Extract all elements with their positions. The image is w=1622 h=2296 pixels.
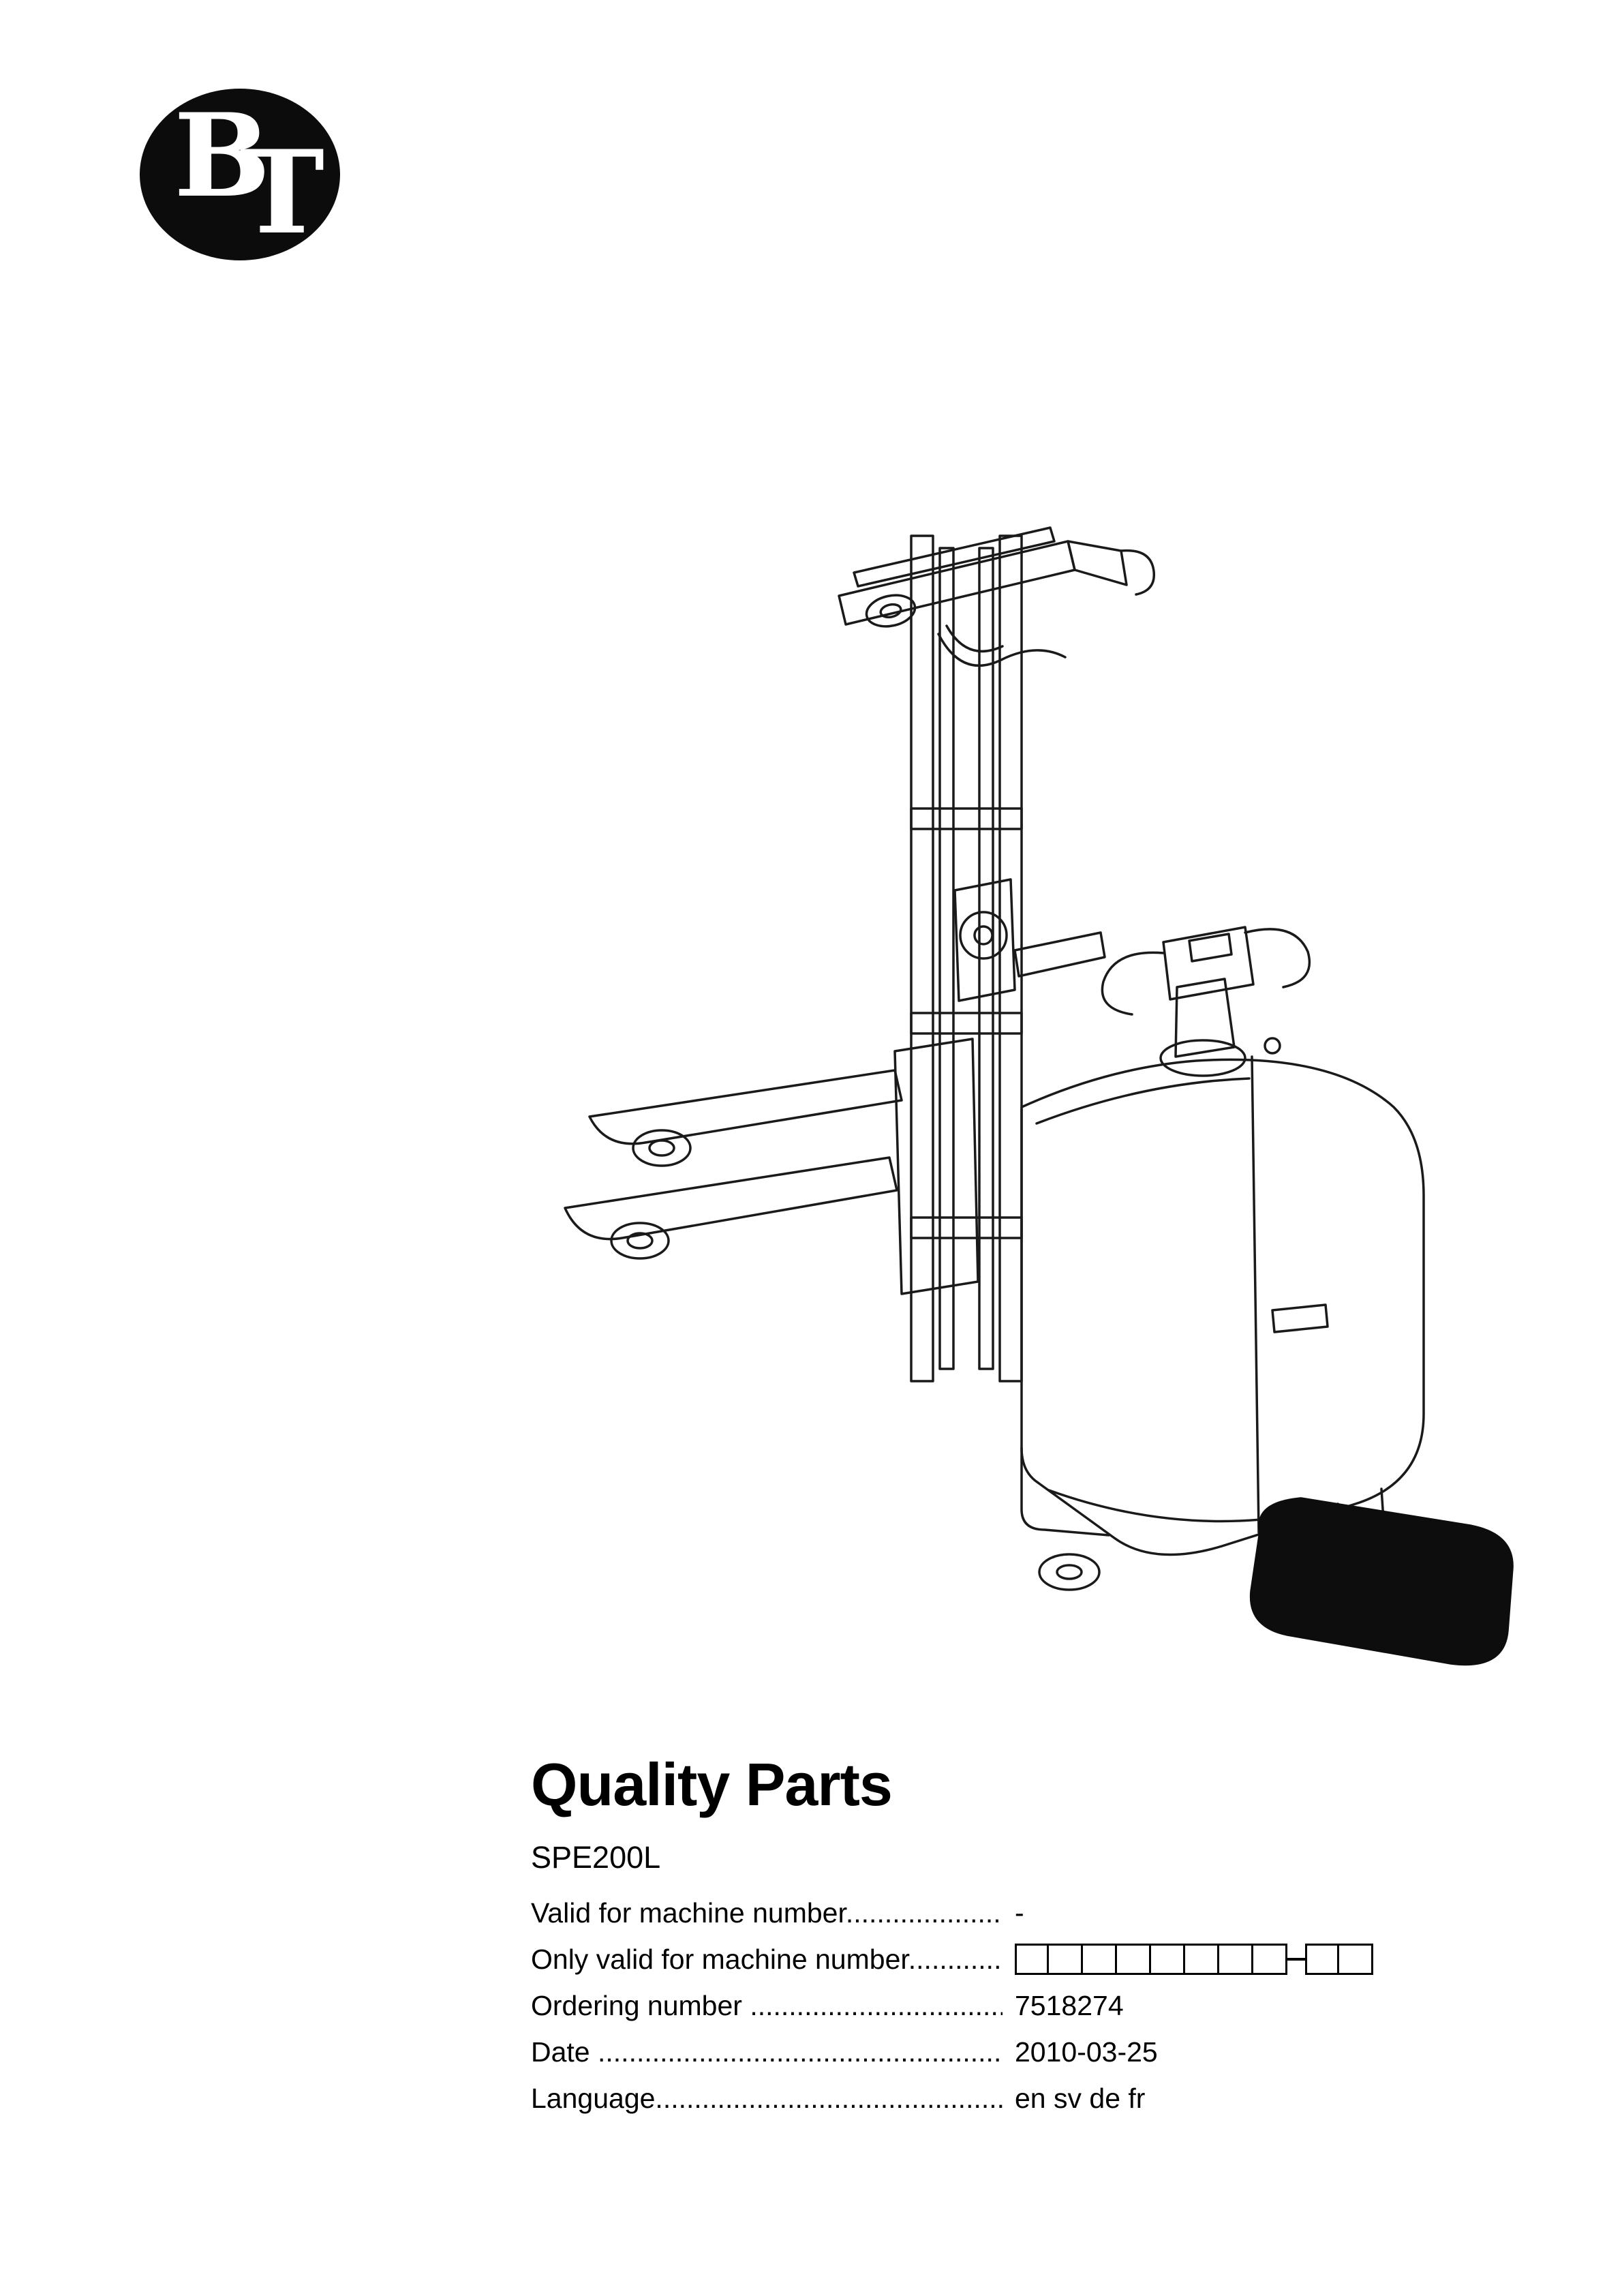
machine-number-box-cell xyxy=(1185,1944,1219,1975)
field-label-text: Language xyxy=(531,2082,656,2114)
machine-number-boxes xyxy=(1003,1944,1437,1975)
page-title: Quality Parts xyxy=(531,1751,893,1818)
field-label-text: Only valid for machine number xyxy=(531,1943,908,1975)
machine-number-box-group-2 xyxy=(1305,1944,1373,1975)
field-label-text: Ordering number xyxy=(531,1989,750,2021)
field-label: Language................................… xyxy=(531,2083,1003,2115)
field-row-language: Language................................… xyxy=(531,2075,1437,2121)
field-value-date: 2010-03-25 xyxy=(1015,2036,1158,2068)
field-value-language: en sv de fr xyxy=(1015,2082,1146,2114)
mast xyxy=(910,534,1023,1383)
field-label-text: Valid for machine number xyxy=(531,1897,846,1929)
machine-number-box-cell xyxy=(1015,1944,1049,1975)
operator-platform xyxy=(1249,1487,1514,1666)
dot-leader: ................................. xyxy=(750,1989,1003,2021)
machine-number-box-group-1 xyxy=(1015,1944,1287,1975)
machine-number-box-cell xyxy=(1339,1944,1373,1975)
machine-number-box-cell xyxy=(1151,1944,1185,1975)
dot-leader: ............ xyxy=(908,1943,1002,1975)
bt-logo-letter-b: B xyxy=(174,88,271,223)
dot-leader: ........................................… xyxy=(655,2082,1003,2114)
tiller-handle xyxy=(1101,926,1311,1077)
machine-number-box-cell xyxy=(1219,1944,1253,1975)
pallet-stacker-illustration xyxy=(531,509,1519,1749)
machine-number-dash xyxy=(1287,1958,1305,1961)
field-row-valid-for-machine-number: Valid for machine number................… xyxy=(531,1890,1437,1936)
machine-number-box-cell xyxy=(1253,1944,1287,1975)
pallet-stacker-drawing xyxy=(564,526,1514,1666)
model-name: SPE200L xyxy=(531,1840,661,1875)
field-value-ordering-number: 7518274 xyxy=(1015,1989,1124,2021)
machine-number-box-cell xyxy=(1117,1944,1151,1975)
info-fields: Valid for machine number................… xyxy=(531,1890,1437,2121)
field-row-date: Date ...................................… xyxy=(531,2029,1437,2075)
fork-carriage xyxy=(953,878,1106,1002)
bt-logo: B T xyxy=(140,89,340,260)
machine-number-box-cell xyxy=(1083,1944,1117,1975)
field-label: Only valid for machine number...........… xyxy=(531,1944,1003,1976)
mast-top-assembly xyxy=(838,526,1155,667)
field-value-valid-for-machine-number: - xyxy=(1015,1897,1024,1929)
dot-leader: .................... xyxy=(845,1897,1001,1929)
field-label: Ordering number ........................… xyxy=(531,1990,1003,2022)
field-row-only-valid-for-machine-number: Only valid for machine number...........… xyxy=(531,1936,1437,1982)
bt-logo-letter-t: T xyxy=(239,125,325,260)
field-label: Valid for machine number................… xyxy=(531,1897,1003,1929)
field-label-text: Date xyxy=(531,2036,598,2068)
field-label: Date ...................................… xyxy=(531,2036,1003,2068)
field-row-ordering-number: Ordering number ........................… xyxy=(531,1982,1437,2029)
dot-leader: ........................................… xyxy=(598,2036,1003,2068)
machine-number-box-cell xyxy=(1049,1944,1083,1975)
machine-number-box-cell xyxy=(1305,1944,1339,1975)
forks xyxy=(564,1038,979,1295)
